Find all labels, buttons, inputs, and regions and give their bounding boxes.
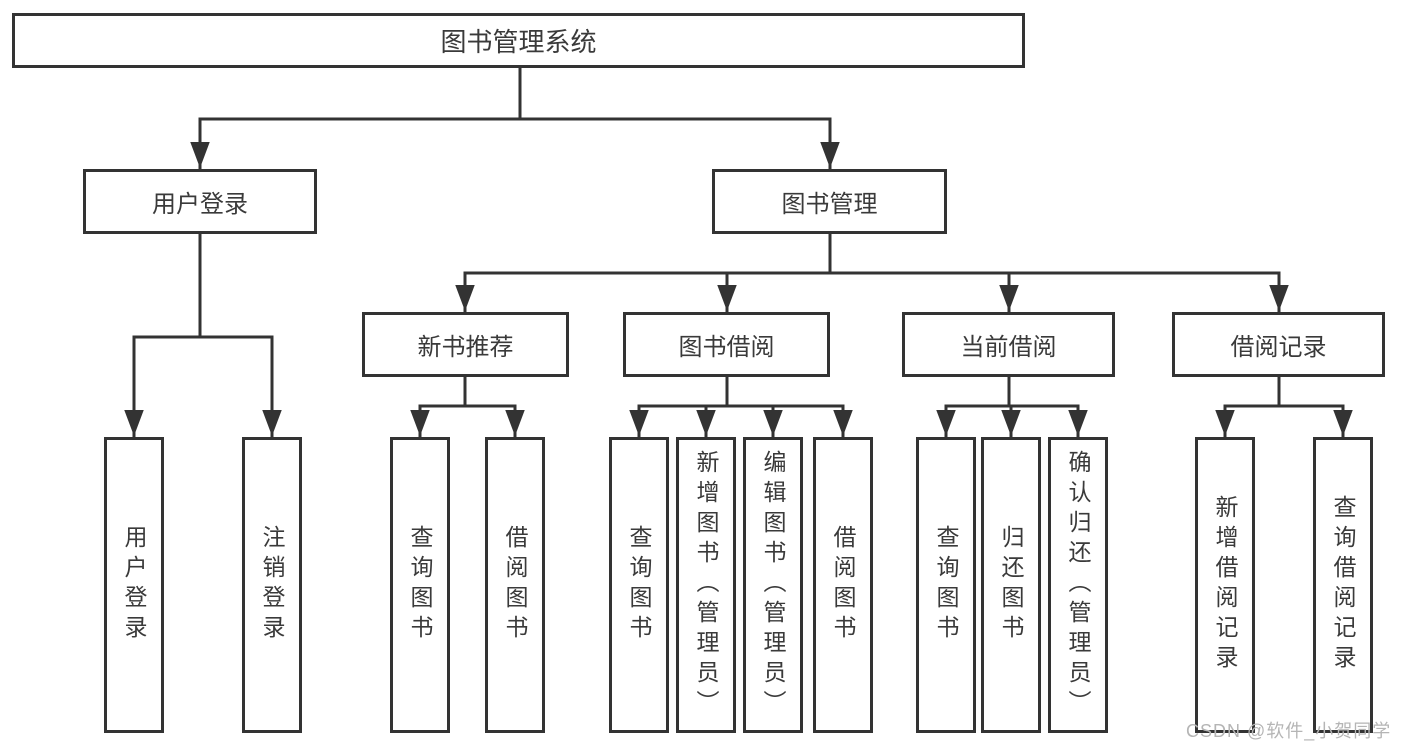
leaf-add-borrow-record: 新增借阅记录 <box>1195 437 1255 733</box>
leaf-confirm-return-admin: 确认归还（管理员） <box>1048 437 1108 733</box>
leaf-borrow-books: 借阅图书 <box>813 437 873 733</box>
leaf-label: 编辑图书（管理员） <box>760 450 786 720</box>
leaf-query-books-recommend: 查询图书 <box>390 437 450 733</box>
leaf-label: 查询图书 <box>933 525 959 645</box>
leaf-label: 借阅图书 <box>830 525 856 645</box>
leaf-label: 新增借阅记录 <box>1212 495 1238 675</box>
node-label: 当前借阅 <box>960 334 1057 361</box>
node-current-borrow: 当前借阅 <box>902 312 1115 377</box>
node-new-book-recommend: 新书推荐 <box>362 312 569 377</box>
leaf-query-borrow-record: 查询借阅记录 <box>1313 437 1373 733</box>
leaf-query-books-current: 查询图书 <box>916 437 976 733</box>
node-borrow-records: 借阅记录 <box>1172 312 1385 377</box>
leaf-label: 归还图书 <box>998 525 1024 645</box>
leaf-label: 用户登录 <box>121 525 147 645</box>
leaf-user-login: 用户登录 <box>104 437 164 733</box>
node-user-login: 用户登录 <box>83 169 317 234</box>
node-book-borrow: 图书借阅 <box>623 312 830 377</box>
node-label: 用户登录 <box>152 191 248 218</box>
leaf-return-book: 归还图书 <box>981 437 1041 733</box>
node-label: 图书借阅 <box>678 334 775 361</box>
leaf-add-book-admin: 新增图书（管理员） <box>676 437 736 733</box>
node-label: 图书管理系统 <box>440 27 597 57</box>
leaf-label: 查询借阅记录 <box>1330 495 1356 675</box>
leaf-borrow-books-recommend: 借阅图书 <box>485 437 545 733</box>
leaf-label: 注销登录 <box>259 525 285 645</box>
node-label: 新书推荐 <box>417 334 514 361</box>
node-label: 借阅记录 <box>1230 334 1327 361</box>
node-label: 图书管理 <box>781 191 878 218</box>
leaf-query-books-borrow: 查询图书 <box>609 437 669 733</box>
leaf-label: 借阅图书 <box>502 525 528 645</box>
node-book-management: 图书管理 <box>712 169 947 234</box>
leaf-logout: 注销登录 <box>242 437 302 733</box>
node-library-management-system: 图书管理系统 <box>12 13 1025 68</box>
csdn-watermark: CSDN @软件_小贺同学 <box>1186 721 1392 741</box>
leaf-label: 查询图书 <box>407 525 433 645</box>
leaf-edit-book-admin: 编辑图书（管理员） <box>743 437 803 733</box>
leaf-label: 确认归还（管理员） <box>1065 450 1091 720</box>
leaf-label: 新增图书（管理员） <box>693 450 719 720</box>
leaf-label: 查询图书 <box>626 525 652 645</box>
